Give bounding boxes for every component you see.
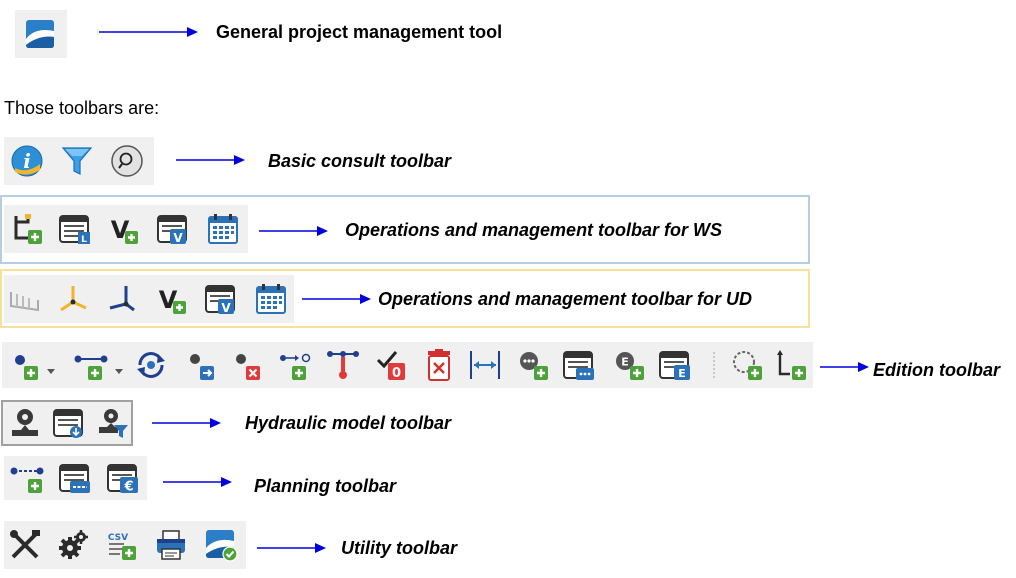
svg-text:V: V [111, 216, 130, 244]
ws-visit-table-icon[interactable]: V [156, 212, 190, 246]
add-arc-dropdown-chevron-icon[interactable] [114, 362, 124, 374]
intro-text: Those toolbars are: [4, 98, 160, 118]
add-psector-icon[interactable] [10, 461, 44, 495]
planning-label: Planning toolbar [254, 476, 396, 496]
edition-toolbar: 0 [2, 342, 813, 388]
toolbar-separator [713, 352, 715, 378]
edition-label: Edition toolbar [873, 360, 1000, 380]
hydraulic-toolbar [1, 400, 133, 446]
dimensioning-icon[interactable] [468, 348, 502, 382]
add-end-element-icon[interactable]: E [612, 348, 646, 382]
check-topology-icon[interactable]: 0 [374, 348, 408, 382]
ud-flow-entry-icon[interactable] [104, 282, 138, 316]
connect-to-network-icon[interactable] [278, 348, 312, 382]
replace-feature-icon[interactable] [134, 348, 168, 382]
add-point-icon[interactable] [774, 348, 808, 382]
filter-icon[interactable] [60, 144, 94, 178]
arrow-hydraulic [152, 417, 222, 429]
ws-frame [0, 195, 810, 264]
svg-text:V: V [159, 286, 178, 314]
planning-toolbar: € [4, 456, 147, 500]
general-toolbar [15, 10, 67, 58]
profile-icon[interactable] [326, 348, 360, 382]
config-gears-icon[interactable] [56, 528, 90, 562]
move-node-icon[interactable] [184, 348, 218, 382]
print-icon[interactable] [154, 528, 188, 562]
ws-toolbar: L V V [4, 205, 248, 253]
add-arc-icon[interactable] [74, 348, 108, 382]
svg-text:E: E [678, 367, 686, 380]
ws-calendar-icon[interactable] [206, 212, 240, 246]
delete-node-icon[interactable] [230, 348, 264, 382]
svg-text:i: i [23, 149, 31, 173]
add-element-icon[interactable] [516, 348, 550, 382]
ud-calendar-icon[interactable] [254, 282, 288, 316]
import-csv-icon[interactable]: CSV [104, 528, 138, 562]
arrow-ud [302, 293, 372, 305]
price-table-icon[interactable]: € [106, 461, 140, 495]
mincut-icon[interactable] [10, 212, 44, 246]
zoom-icon[interactable] [110, 144, 144, 178]
arrow-ws [259, 225, 329, 237]
arrow-planning [163, 476, 233, 488]
arrow-basic [176, 154, 246, 166]
ud-label: Operations and management toolbar for UD [378, 289, 753, 309]
ud-visit-add-icon[interactable]: V [154, 282, 188, 316]
element-table-icon[interactable] [562, 348, 596, 382]
add-circle-icon[interactable] [730, 348, 764, 382]
hydraulic-selector-icon[interactable] [96, 406, 130, 440]
add-node-dropdown-chevron-icon[interactable] [46, 362, 56, 374]
ws-visit-add-icon[interactable]: V [106, 212, 140, 246]
ud-visit-table-icon[interactable]: V [204, 282, 238, 316]
svg-text:V: V [173, 231, 183, 245]
ws-label: Operations and management toolbar for WS [345, 220, 723, 240]
delete-feature-icon[interactable] [422, 348, 456, 382]
utility-label: Utility toolbar [341, 538, 457, 558]
basic-consult-label: Basic consult toolbar [268, 151, 452, 171]
add-node-icon[interactable] [8, 348, 42, 382]
arrow-utility [257, 542, 327, 554]
project-logo-icon[interactable] [23, 17, 57, 51]
hydraulic-result-table-icon[interactable] [52, 406, 86, 440]
toolbox-icon[interactable] [8, 528, 42, 562]
svg-text:L: L [81, 235, 87, 245]
ws-table-icon[interactable]: L [58, 212, 92, 246]
utility-toolbar: CSV [4, 521, 246, 569]
end-element-table-icon[interactable]: E [658, 348, 692, 382]
ud-toolbar: V V [4, 275, 294, 323]
ud-flow-trace-icon[interactable] [8, 282, 42, 316]
go2epa-icon[interactable] [8, 406, 42, 440]
svg-text:€: € [123, 480, 133, 495]
svg-text:CSV: CSV [108, 533, 128, 543]
arrow-general [99, 26, 199, 38]
ud-frame [0, 269, 810, 328]
basic-consult-toolbar: i [4, 137, 154, 185]
ud-flow-exit-icon[interactable] [56, 282, 90, 316]
svg-text:E: E [621, 356, 629, 369]
hydraulic-label: Hydraulic model toolbar [245, 413, 452, 433]
svg-text:V: V [221, 301, 231, 315]
general-label: General project management tool [216, 22, 503, 42]
project-check-icon[interactable] [204, 528, 238, 562]
psector-table-icon[interactable] [58, 461, 92, 495]
arrow-edition [820, 361, 870, 373]
svg-text:0: 0 [392, 366, 401, 381]
info-icon[interactable]: i [10, 144, 44, 178]
